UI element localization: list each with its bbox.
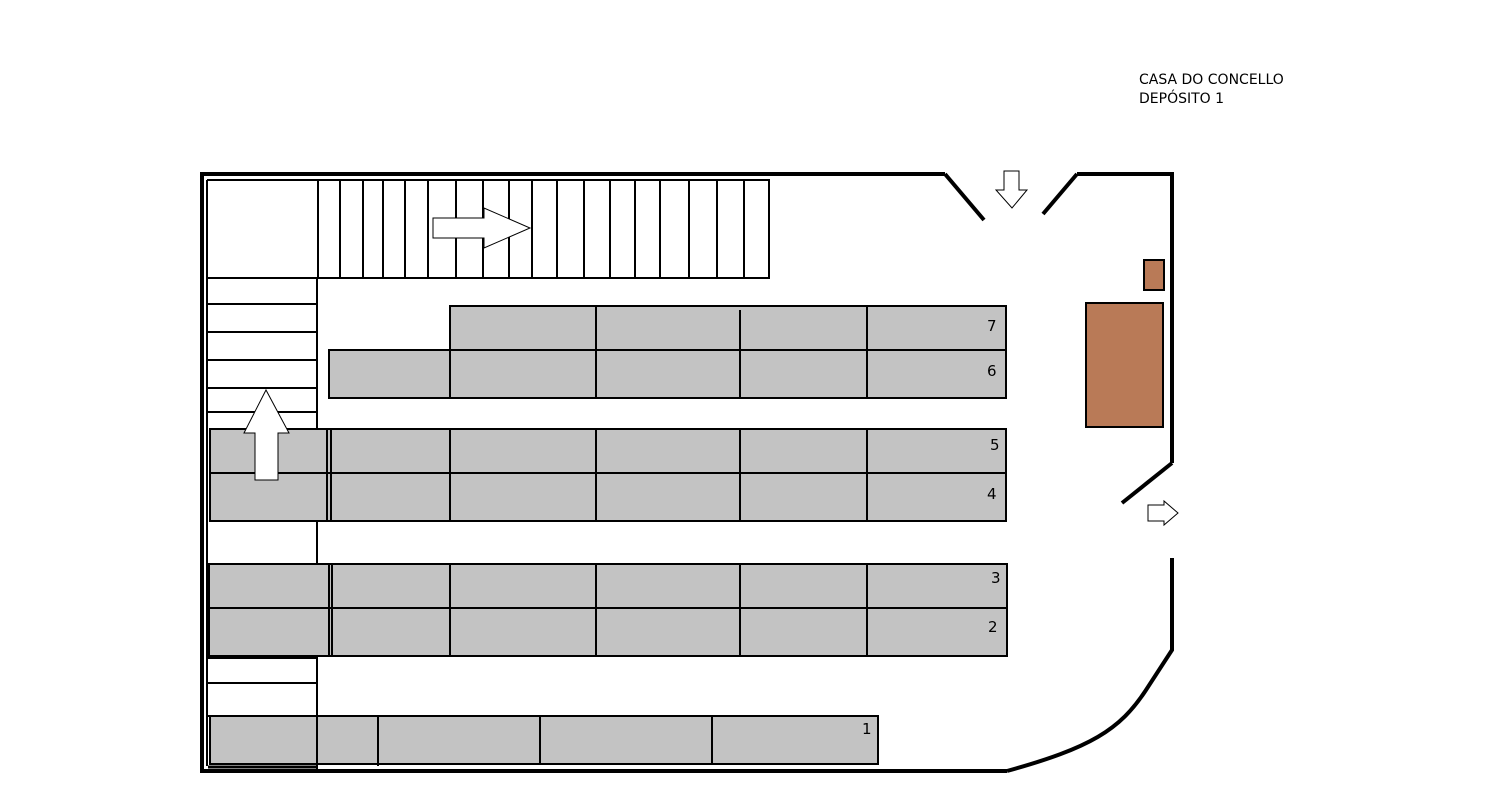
rack-labels: 7 6 5 4 3 2 1 [862, 317, 1001, 738]
rack-3 [208, 563, 1008, 609]
plan-title-line2: DEPÓSITO 1 [1139, 91, 1225, 107]
door-leaf-right [1041, 172, 1079, 216]
rack-1 [209, 715, 879, 766]
door-leaf-left [943, 172, 986, 222]
furniture [1085, 259, 1165, 428]
rack-2 [208, 607, 1008, 657]
rack-5 [209, 428, 1007, 474]
cabinet-large [1085, 302, 1164, 428]
wall-bottom-right-curve [1006, 558, 1174, 773]
stairs-upper [317, 179, 770, 279]
cabinet-small [1143, 259, 1165, 291]
rack-label-4: 4 [987, 485, 997, 503]
plan-title-line1: CASA DO CONCELLO [1139, 72, 1284, 88]
rack-label-1: 1 [862, 720, 872, 738]
door-leaf-exit [1120, 461, 1174, 505]
rack-label-6: 6 [987, 362, 997, 380]
outer-walls [200, 172, 1174, 773]
wall-right-upper [1077, 172, 1174, 463]
rack-4 [209, 472, 1007, 522]
arrow-right-icon [432, 207, 532, 249]
rack-label-2: 2 [988, 618, 998, 636]
stairs-left [207, 277, 318, 770]
arrow-right-icon [1147, 499, 1179, 527]
rack-label-3: 3 [991, 569, 1001, 587]
rack-label-7: 7 [987, 317, 997, 335]
racks [208, 305, 1008, 766]
rack-7 [449, 305, 1007, 351]
wall-top-left [200, 172, 1007, 773]
arrow-up-icon [243, 388, 290, 481]
rack-6 [328, 349, 1007, 399]
rack-label-5: 5 [990, 436, 1000, 454]
arrow-down-icon [994, 170, 1029, 209]
